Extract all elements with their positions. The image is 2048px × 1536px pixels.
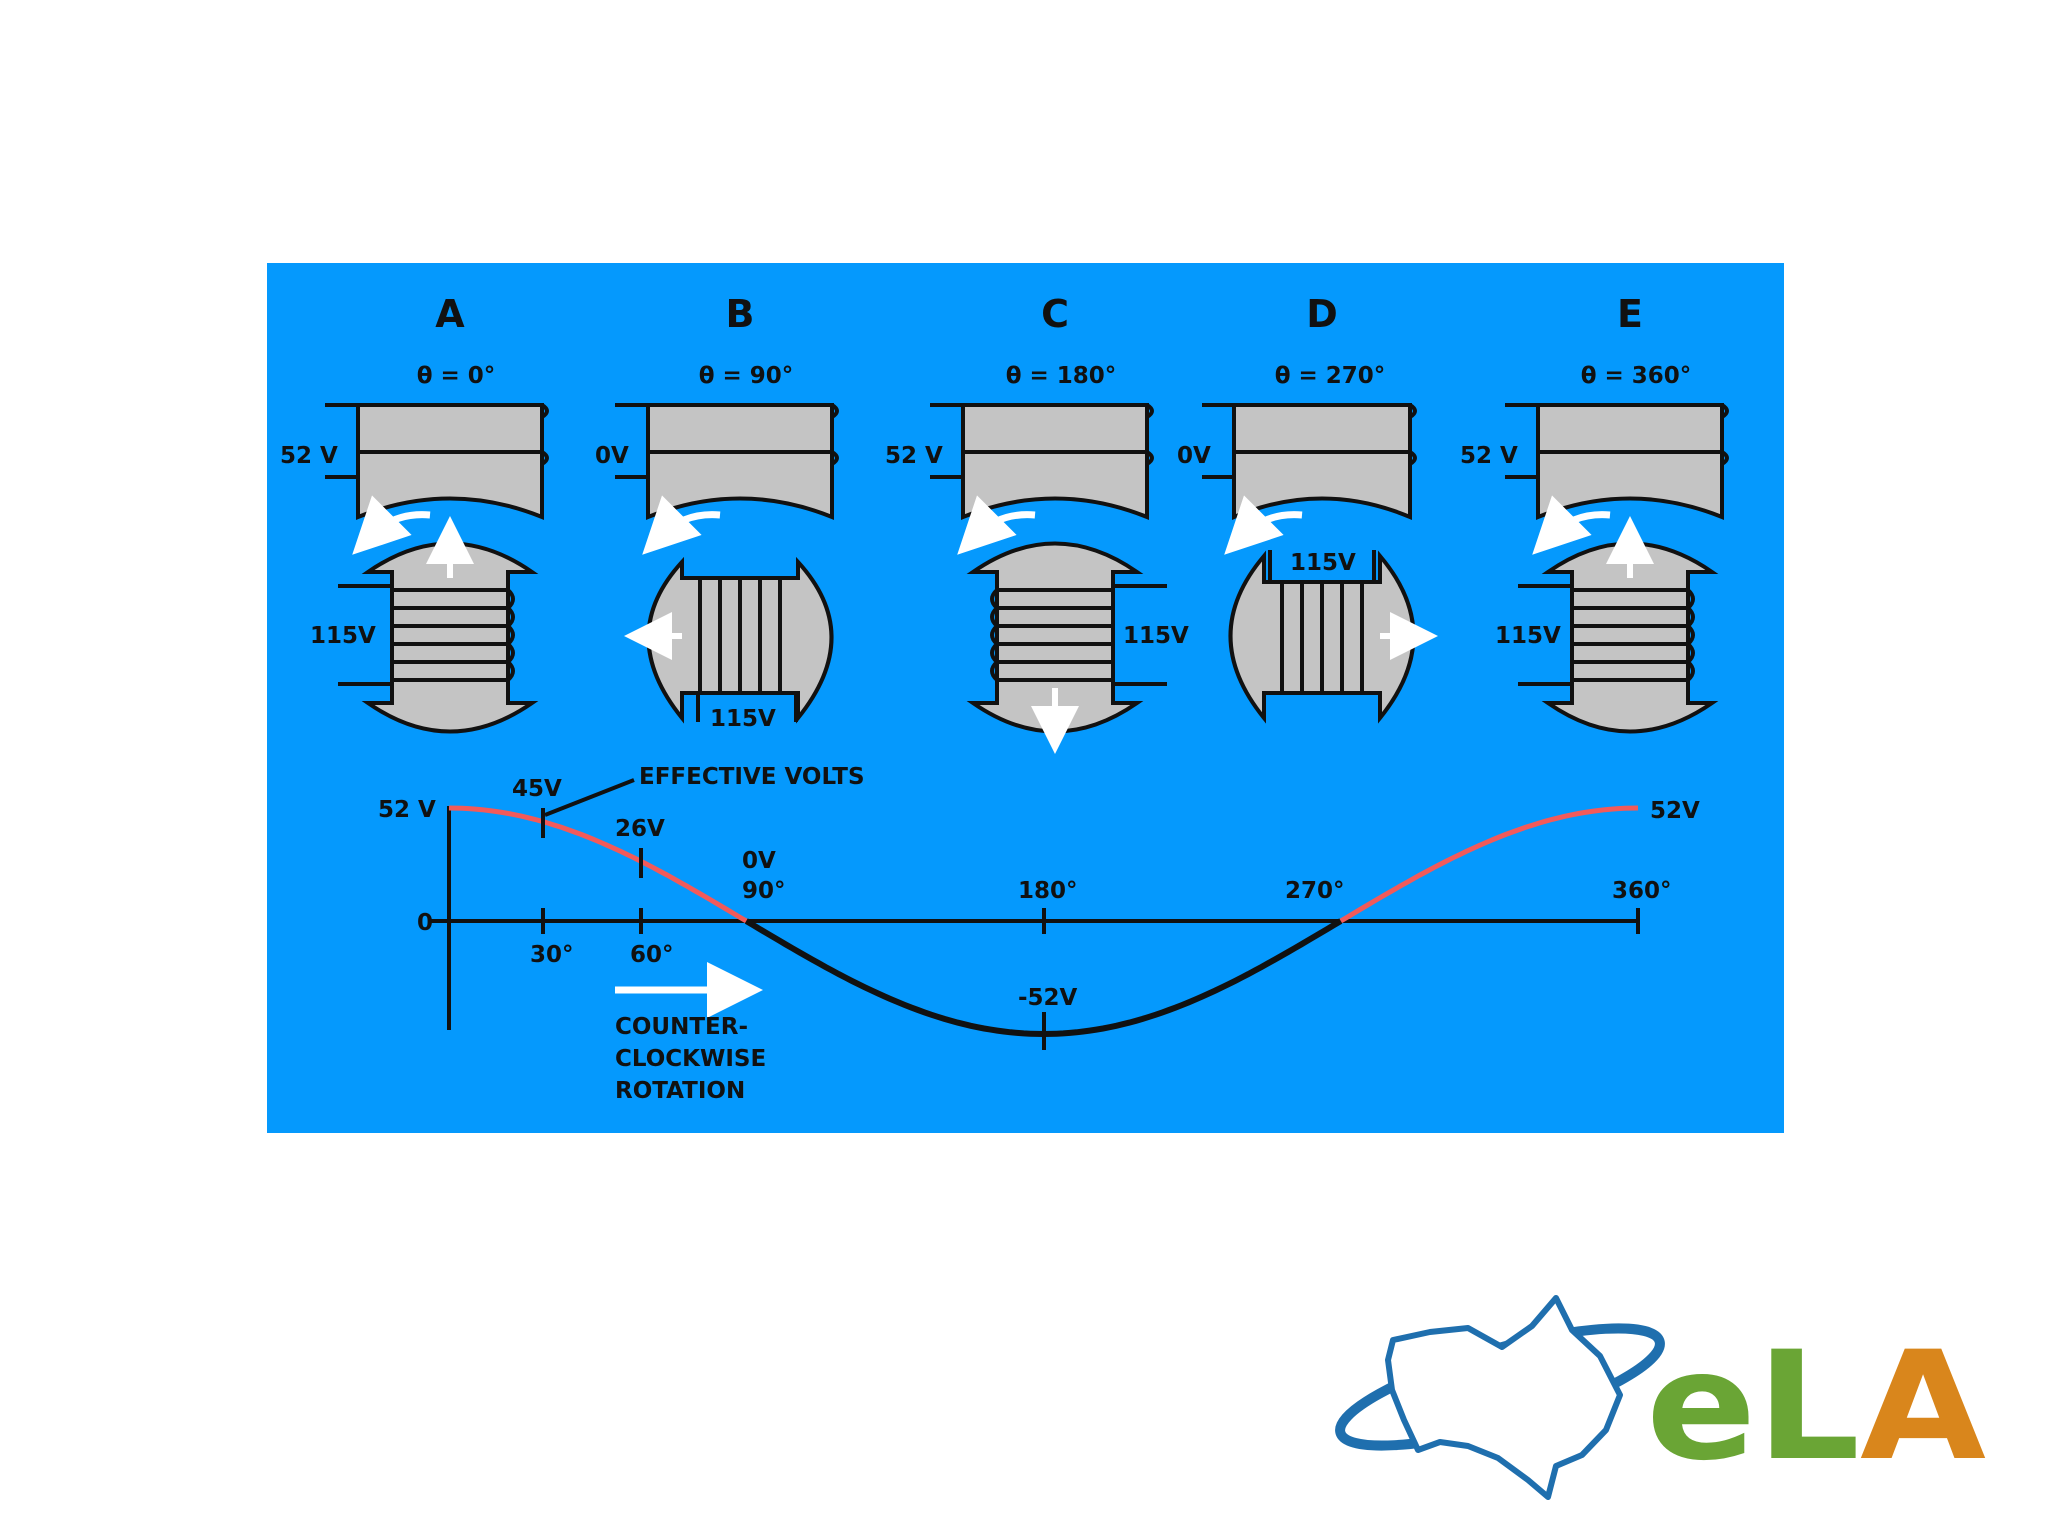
panel-c: C θ = 180° 52 V 115V [885,292,1189,754]
stator-core [615,403,839,520]
panel-angle: θ = 90° [699,363,794,389]
rotation-label-line-1: COUNTER- [615,1014,748,1040]
y-max-label: 52 V [378,797,436,823]
panel-angle: θ = 0° [417,363,496,389]
panel-letter: C [1041,292,1069,336]
x-tick-label-360: 360° [1612,878,1672,904]
point-label-52v-end: 52V [1650,798,1700,824]
panel-angle: θ = 360° [1581,363,1692,389]
rotor-voltage-label: 115V [310,623,376,649]
rotor-core [1518,541,1719,734]
panel-angle: θ = 270° [1275,363,1386,389]
voltage-graph: 52 V 0 EFFECTIVE VOLTS 45V 26V 0V -52V 5… [378,764,1700,1104]
logo-letter-l: L [1756,1320,1860,1494]
rotation-label-line-3: ROTATION [615,1078,745,1104]
australia-outline-icon [1385,1295,1623,1500]
point-label-45v: 45V [512,776,562,802]
point-label-minus52v: -52V [1018,985,1078,1011]
panel-letter: A [435,292,465,336]
point-label-26v: 26V [615,816,665,842]
stator-core [1505,403,1729,520]
stator-voltage-label: 0V [1177,443,1211,469]
positive-half-curve-return [1339,805,1639,924]
x-tick-label-270: 270° [1285,878,1345,904]
rotor-core [1228,550,1416,724]
x-tick-label-30: 30° [530,942,574,968]
rotation-arrow-icon [642,495,721,555]
effective-volts-leader [544,778,635,817]
panel-e: E θ = 360° 52 V 115V [1460,292,1729,734]
ela-logo: eLA [1335,1295,1986,1500]
rotor-core [338,541,539,734]
stator-voltage-label: 52 V [1460,443,1518,469]
rotor-voltage-label: 115V [710,706,776,732]
logo-letter-a: A [1860,1320,1986,1494]
x-tick-label-60: 60° [630,942,674,968]
panel-d: D θ = 270° 0V 115V [1177,292,1438,724]
panel-b: B θ = 90° 0V 115V [595,292,839,732]
logo-text: eLA [1646,1320,1986,1494]
effective-volts-label: EFFECTIVE VOLTS [639,764,865,790]
stator-voltage-label: 52 V [885,443,943,469]
rotation-arrow-icon [957,495,1036,555]
rotation-arrow-icon [352,495,431,555]
rotation-arrow-icon [1532,495,1611,555]
stator-voltage-label: 52 V [280,443,338,469]
rotor-voltage-label: 115V [1495,623,1561,649]
stator-core [930,403,1154,520]
y-zero-label: 0 [417,910,433,936]
x-tick-label-180: 180° [1018,878,1078,904]
positive-half-curve [448,805,748,924]
logo-letter-e: e [1646,1320,1756,1494]
rotation-arrow-icon [1224,495,1303,555]
stator-voltage-label: 0V [595,443,629,469]
stator-core [325,403,549,520]
rotor-core [966,541,1167,734]
rotor-voltage-label: 115V [1290,550,1356,576]
stator-core [1202,403,1417,521]
panel-a: A θ = 0° 52 V 115V [280,292,549,734]
panel-letter: E [1617,292,1643,336]
panel-letter: B [726,292,755,336]
x-tick-label-90: 90° [742,878,786,904]
panel-letter: D [1306,292,1338,336]
point-label-0v: 0V [742,848,776,874]
rotation-label-line-2: CLOCKWISE [615,1046,766,1072]
rotor-voltage-label: 115V [1123,623,1189,649]
panel-angle: θ = 180° [1006,363,1117,389]
